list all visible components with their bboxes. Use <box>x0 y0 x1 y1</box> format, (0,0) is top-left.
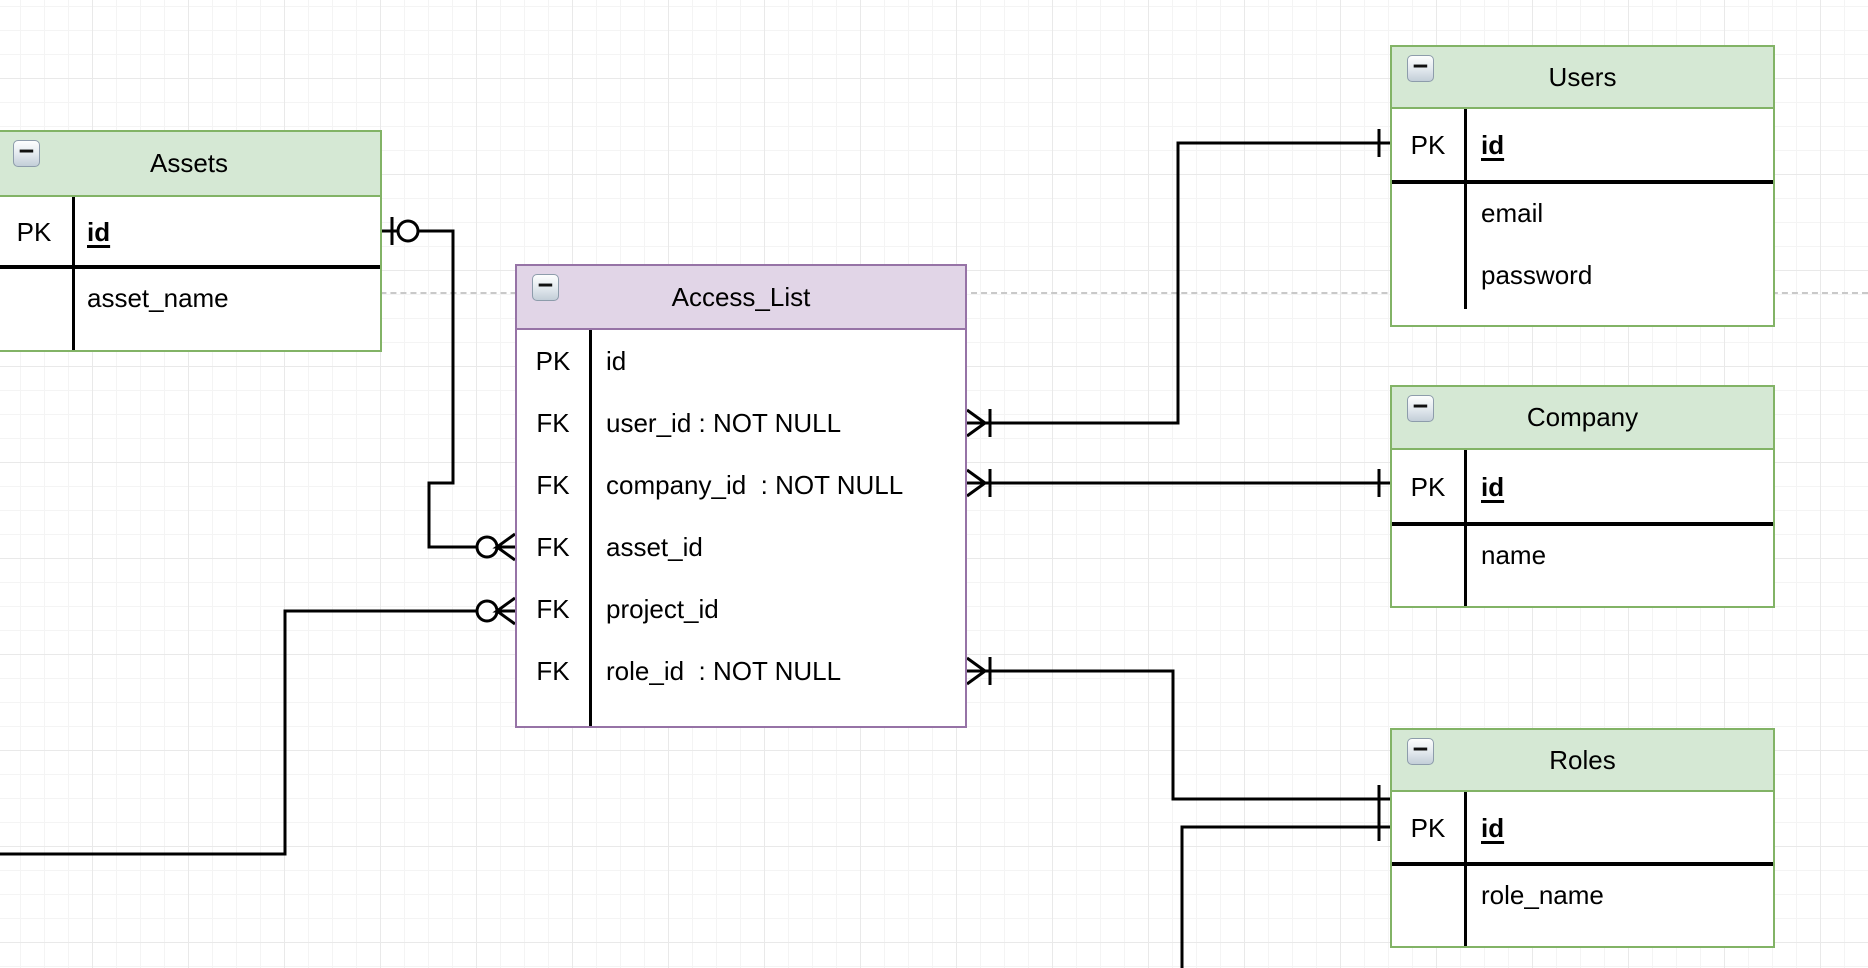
row-key-badge: PK <box>1410 471 1446 502</box>
relationship-line <box>1180 825 1390 968</box>
row-field-label: id <box>87 216 111 247</box>
entity-table-access-list[interactable]: − Access_List PK id FK user_id : NOT NUL… <box>515 264 967 728</box>
table-title: Access_List <box>671 281 811 312</box>
entity-table-users[interactable]: − Users PK id email password <box>1390 45 1775 327</box>
table-row-project-id[interactable]: FK project_id <box>517 578 965 640</box>
row-key-badge: FK <box>536 655 570 686</box>
crows-foot-marker <box>966 408 986 438</box>
zero-circle-marker <box>475 599 499 623</box>
table-row-id[interactable]: PK id <box>1392 450 1773 524</box>
row-field-label: user_id : NOT NULL <box>606 407 842 438</box>
key-column-divider <box>1464 109 1467 309</box>
table-row-asset-id[interactable]: FK asset_id <box>517 516 965 578</box>
row-key-badge: PK <box>1410 812 1446 843</box>
collapse-icon[interactable]: − <box>1407 736 1434 765</box>
row-field-label: id <box>1481 130 1505 160</box>
table-row-company-id[interactable]: FK company_id : NOT NULL <box>517 454 965 516</box>
table-row-role-name[interactable]: role_name <box>1392 864 1773 926</box>
row-field-label: role_id : NOT NULL <box>606 655 842 686</box>
crows-foot-marker <box>492 532 516 562</box>
row-key-badge: FK <box>536 531 570 562</box>
table-header[interactable]: − Company <box>1392 387 1773 450</box>
relationship-line <box>967 141 1390 425</box>
table-title: Users <box>1548 61 1617 92</box>
key-column-divider <box>72 197 75 350</box>
row-field-label: email <box>1481 197 1544 228</box>
row-key-badge: FK <box>536 407 570 438</box>
relationship-line <box>382 229 477 549</box>
key-column-divider <box>1464 450 1467 606</box>
relation-accesslist-offcanvas-left[interactable] <box>0 596 516 856</box>
pk-section-divider <box>1392 862 1773 866</box>
table-row-id[interactable]: PK id <box>0 197 380 267</box>
row-field-label: id <box>1481 812 1505 843</box>
table-title: Assets <box>149 148 229 178</box>
collapse-icon[interactable]: − <box>532 272 559 301</box>
row-field-label: id <box>606 345 627 376</box>
row-key-badge: FK <box>536 593 570 624</box>
row-key-badge: PK <box>1410 130 1446 160</box>
crows-foot-marker <box>966 656 986 686</box>
table-header[interactable]: − Access_List <box>517 266 965 330</box>
collapse-icon[interactable]: − <box>13 138 40 167</box>
table-row-email[interactable]: email <box>1392 182 1773 244</box>
table-row-asset-name[interactable]: asset_name <box>0 267 380 329</box>
collapse-icon[interactable]: − <box>1407 393 1434 422</box>
row-field-label: id <box>1481 471 1505 502</box>
zero-circle-marker <box>396 219 420 243</box>
relation-accesslist-company[interactable] <box>966 468 1390 498</box>
row-field-label: role_name <box>1481 879 1604 910</box>
entity-table-assets[interactable]: − Assets PK id asset_name <box>0 130 382 352</box>
row-key-badge: PK <box>16 216 52 247</box>
relationship-line <box>0 609 477 856</box>
crows-foot-marker <box>492 596 516 626</box>
table-row-user-id[interactable]: FK user_id : NOT NULL <box>517 392 965 454</box>
table-row-id[interactable]: PK id <box>1392 792 1773 864</box>
row-field-label: password <box>1481 259 1593 290</box>
collapse-icon[interactable]: − <box>1407 53 1434 82</box>
key-column-divider <box>589 330 592 726</box>
zero-circle-marker <box>475 535 499 559</box>
pk-section-divider <box>1392 522 1773 526</box>
row-field-label: project_id <box>606 593 719 624</box>
table-row-id[interactable]: PK id <box>1392 109 1773 182</box>
table-header[interactable]: − Assets <box>0 132 380 197</box>
relationship-line <box>967 669 1390 801</box>
row-key-badge: PK <box>535 345 571 376</box>
pk-section-divider <box>0 265 380 269</box>
relation-accesslist-users[interactable] <box>966 129 1390 438</box>
table-row-id[interactable]: PK id <box>517 330 965 392</box>
table-title: Roles <box>1549 744 1616 775</box>
row-field-label: asset_name <box>87 282 229 313</box>
row-field-label: name <box>1481 539 1547 570</box>
table-header[interactable]: − Roles <box>1392 730 1773 792</box>
table-row-password[interactable]: password <box>1392 244 1773 306</box>
table-header[interactable]: − Users <box>1392 47 1773 109</box>
relation-offcanvas-roles[interactable] <box>1180 813 1390 968</box>
row-field-label: asset_id <box>606 531 703 562</box>
row-field-label: company_id : NOT NULL <box>606 469 904 500</box>
pk-section-divider <box>1392 180 1773 184</box>
crows-foot-marker <box>966 468 986 498</box>
table-row-name[interactable]: name <box>1392 524 1773 586</box>
entity-table-company[interactable]: − Company PK id name <box>1390 385 1775 608</box>
table-title: Company <box>1526 402 1639 432</box>
relation-accesslist-roles[interactable] <box>966 656 1390 813</box>
table-row-role-id[interactable]: FK role_id : NOT NULL <box>517 640 965 702</box>
relation-assets-accesslist[interactable] <box>382 217 516 562</box>
entity-table-roles[interactable]: − Roles PK id role_name <box>1390 728 1775 948</box>
key-column-divider <box>1464 792 1467 946</box>
row-key-badge: FK <box>536 469 570 500</box>
